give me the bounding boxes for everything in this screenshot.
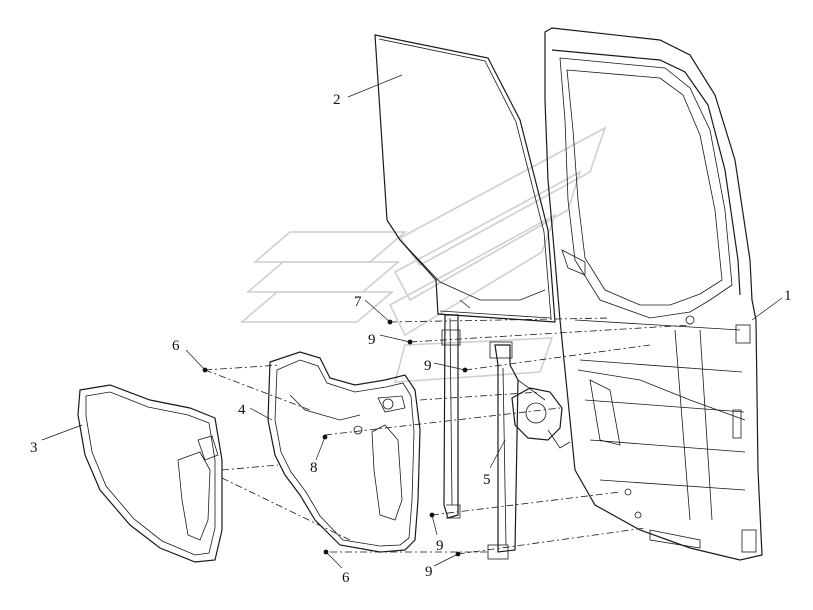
callout-4: 4: [238, 402, 246, 418]
callout-1: 1: [784, 288, 792, 304]
door-frame: [544, 27, 763, 561]
sealing-film: [77, 384, 223, 563]
callout-9-d: 9: [425, 564, 433, 580]
callout-2: 2: [333, 92, 341, 108]
fasteners: [202, 319, 468, 557]
callout-9-b: 9: [424, 358, 432, 374]
callout-9-a: 9: [368, 332, 376, 348]
watermark-logo: [239, 126, 607, 383]
callout-9-c: 9: [436, 538, 444, 554]
guide-rail: [441, 314, 461, 519]
door-trim-panel: [267, 351, 421, 553]
callout-7: 7: [354, 294, 362, 310]
door-glass: [374, 34, 556, 323]
callout-labels: 1 2 3 4 5 6 6 7 8 9 9 9 9: [30, 92, 792, 586]
assembly-lines: [204, 317, 691, 555]
callout-5: 5: [483, 472, 491, 488]
callout-3: 3: [30, 440, 38, 456]
callout-6-top: 6: [172, 338, 180, 354]
callout-6-bottom: 6: [342, 570, 350, 586]
callout-8: 8: [310, 460, 318, 476]
window-regulator: [487, 341, 571, 560]
leader-lines: [41, 74, 783, 569]
